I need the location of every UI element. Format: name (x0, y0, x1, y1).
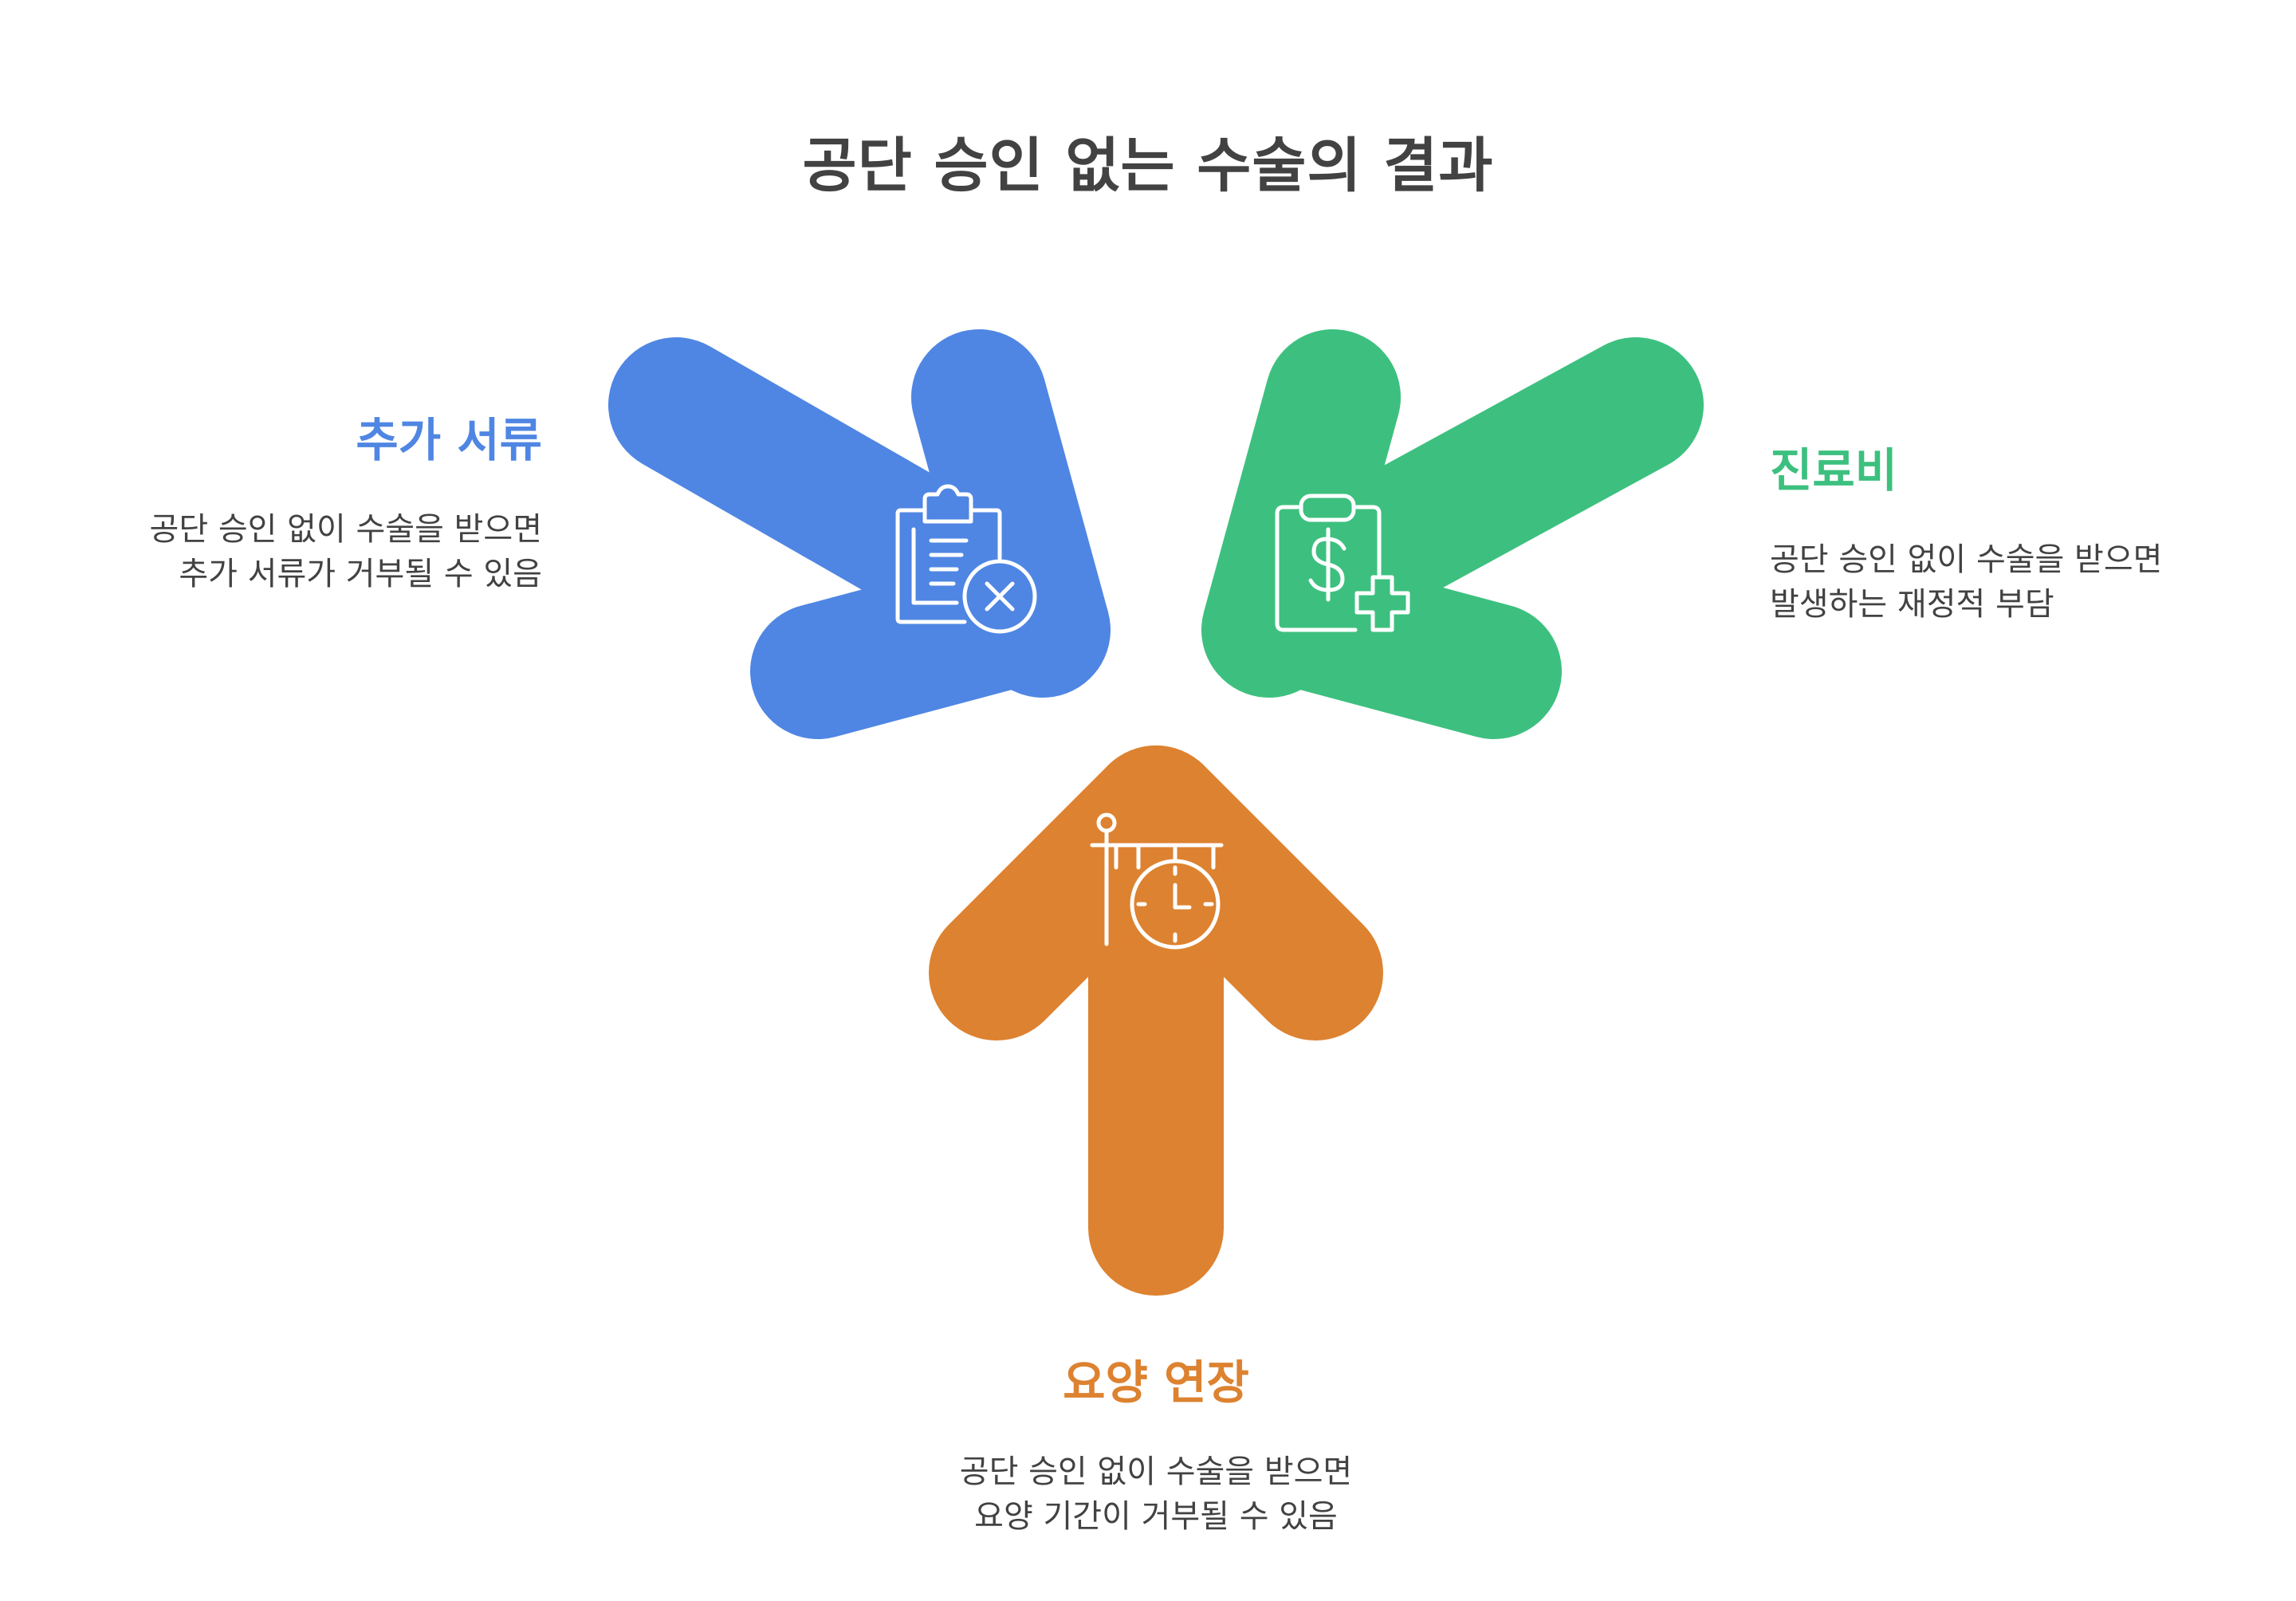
clipboard-dollar-plus-icon (1275, 494, 1410, 632)
orange-arrow (929, 745, 1383, 1296)
label-desc-documents: 공단 승인 없이 수술을 받으면 추가 서류가 거부될 수 있음 (149, 510, 542, 592)
label-title-medical-fees: 진료비 (1770, 443, 1898, 498)
label-title-care-extension: 요양 연장 (1063, 1355, 1249, 1410)
blue-arrow (608, 329, 1111, 739)
hanging-clock-sign-icon (1090, 812, 1224, 950)
clipboard-x-icon (895, 484, 1037, 634)
page-title: 공단 승인 없는 수술의 결과 (802, 132, 1494, 200)
label-desc-care-extension: 공단 승인 없이 수술을 받으면 요양 기간이 거부될 수 있음 (959, 1453, 1353, 1535)
label-block-medical-fees: 진료비 공단 승인 없이 수술을 받으면 발생하는 재정적 부담 (1770, 443, 2184, 627)
label-desc-medical-fees: 공단 승인 없이 수술을 받으면 발생하는 재정적 부담 (1770, 541, 2163, 623)
label-title-documents: 추가 서류 (356, 413, 542, 467)
label-block-care-extension: 요양 연장 공단 승인 없이 수술을 받으면 요양 기간이 거부될 수 있음 (941, 1355, 1371, 1539)
green-arrow (1201, 329, 1704, 739)
label-block-documents: 추가 서류 공단 승인 없이 수술을 받으면 추가 서류가 거부될 수 있음 (112, 413, 542, 596)
